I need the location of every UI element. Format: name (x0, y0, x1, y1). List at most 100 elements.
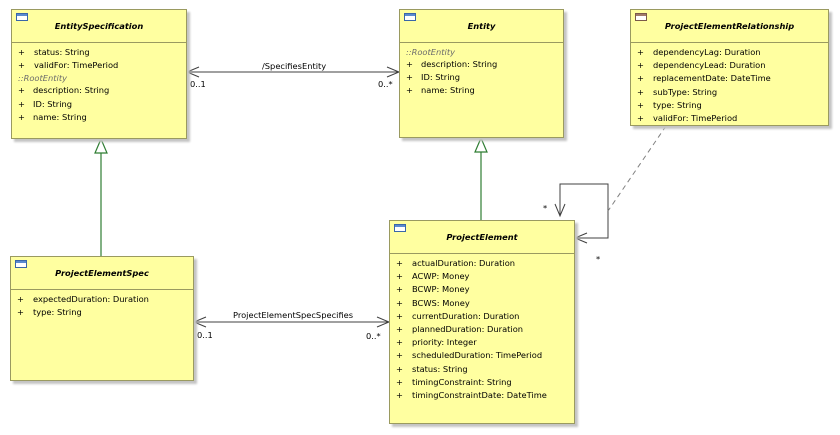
multiplicity-self-bottom: * (596, 254, 601, 264)
inherited-section-label: ::RootEntity (406, 47, 455, 57)
attribute-row[interactable]: +expectedDuration: Duration (11, 293, 193, 306)
visibility-marker: + (637, 73, 644, 84)
attribute-text: name: String (421, 85, 475, 96)
attribute-row[interactable]: + BCWS: Money (390, 297, 574, 310)
attribute-text: BCWS: Money (412, 297, 470, 308)
class-icon (394, 224, 406, 232)
attribute-row[interactable]: + plannedDuration: Duration (390, 323, 574, 336)
attribute-text: actualDuration: Duration (412, 258, 516, 268)
attribute-row[interactable]: + replacementDate: DateTime (631, 72, 828, 85)
attribute-text: description: String (421, 59, 498, 69)
inherited-attribute-row[interactable]: + name: String (12, 111, 186, 124)
class-project-element-spec[interactable]: ProjectElementSpec +expectedDuration: Du… (10, 256, 194, 381)
attribute-text: validFor: TimePeriod (653, 112, 738, 123)
class-attributes: ::RootEntity +description: String +ID: S… (400, 43, 563, 98)
inherited-attribute-row[interactable]: + name: String (400, 84, 563, 97)
attribute-row[interactable]: + status: String (390, 363, 574, 376)
attribute-row[interactable]: + priority: Integer (390, 336, 574, 349)
class-header: ProjectElementSpec (11, 257, 193, 290)
attribute-row[interactable]: +type: String (631, 99, 828, 112)
visibility-marker: + (406, 85, 413, 96)
visibility-marker: + (18, 60, 25, 71)
visibility-marker: + (396, 323, 403, 334)
visibility-marker: + (396, 271, 403, 282)
attribute-row[interactable]: +scheduledDuration: TimePeriod (390, 349, 574, 362)
attribute-row[interactable]: + BCWP: Money (390, 283, 574, 296)
inherited-section-label: ::RootEntity (18, 73, 67, 84)
inherited-attribute-row[interactable]: +description: String (400, 58, 563, 71)
attribute-row[interactable]: +dependencyLead: Duration (631, 59, 828, 72)
multiplicity-self-top: * (543, 203, 548, 213)
attribute-text: dependencyLag: Duration (653, 47, 761, 57)
attribute-text: ID: String (33, 98, 73, 109)
attribute-text: replacementDate: DateTime (653, 73, 771, 84)
class-attributes: + actualDuration: Duration +ACWP: Money +… (390, 254, 574, 402)
attribute-row[interactable]: + validFor: TimePeriod (631, 112, 828, 125)
visibility-marker: + (637, 112, 644, 123)
attribute-text: type: String (653, 99, 702, 110)
class-name: ProjectElement (446, 232, 518, 242)
association-class-icon (635, 13, 647, 21)
visibility-marker: + (18, 111, 25, 122)
inherited-attribute-row[interactable]: +description: String (12, 84, 186, 97)
attribute-row[interactable]: + status: String (12, 46, 186, 59)
attribute-text: currentDuration: Duration (412, 310, 520, 321)
association-label-specifies-entity: /SpecifiesEntity (262, 61, 327, 71)
class-attributes: + dependencyLag: Duration +dependencyLead… (631, 43, 828, 125)
multiplicity-pe-spec-specifies-source: 0..1 (197, 330, 213, 340)
attribute-row[interactable]: + actualDuration: Duration (390, 257, 574, 270)
visibility-marker: + (396, 258, 403, 268)
attribute-row[interactable]: + dependencyLag: Duration (631, 46, 828, 59)
attribute-text: plannedDuration: Duration (412, 323, 524, 334)
attribute-text: name: String (33, 111, 87, 122)
visibility-marker: + (17, 307, 24, 318)
visibility-marker: + (396, 389, 403, 400)
generalization-project-element-spec[interactable] (94, 137, 108, 256)
class-name: ProjectElementRelationship (664, 21, 795, 31)
attribute-text: timingConstraintDate: DateTime (412, 389, 547, 400)
class-icon (16, 13, 28, 21)
class-entity[interactable]: Entity ::RootEntity +description: String… (399, 9, 564, 138)
visibility-marker: + (396, 363, 403, 374)
attribute-row[interactable]: +ACWP: Money (390, 270, 574, 283)
attribute-text: validFor: TimePeriod (34, 60, 119, 71)
visibility-marker: + (18, 47, 25, 57)
class-icon (404, 13, 416, 21)
class-attributes: +status: String +validFor: TimePeriod ::… (12, 43, 186, 124)
multiplicity-pe-spec-specifies-target: 0..* (366, 331, 381, 341)
visibility-marker: + (18, 85, 25, 96)
inherited-attribute-row[interactable]: +ID: String (400, 71, 563, 84)
class-project-element[interactable]: ProjectElement + actualDuration: Duration… (389, 220, 575, 424)
attribute-text: subType: String (653, 86, 718, 97)
class-project-element-relationship[interactable]: ProjectElementRelationship + dependencyLa… (630, 9, 829, 126)
attribute-row[interactable]: + type: String (11, 306, 193, 319)
attribute-text: status: String (34, 47, 90, 57)
attribute-text: type: String (33, 307, 82, 318)
visibility-marker: + (396, 350, 403, 361)
visibility-marker: + (396, 376, 403, 387)
attribute-text: timingConstraint: String (412, 376, 512, 387)
class-icon (15, 260, 27, 268)
attribute-text: BCWP: Money (412, 284, 470, 295)
attribute-row[interactable]: + timingConstraintDate: DateTime (390, 389, 574, 402)
attribute-text: status: String (412, 363, 468, 374)
attribute-row[interactable]: + validFor: TimePeriod (12, 59, 186, 72)
association-class-link[interactable] (607, 125, 667, 212)
class-header: EntitySpecification (12, 10, 186, 43)
inherited-attribute-row[interactable]: +ID: String (12, 98, 186, 111)
generalization-project-element[interactable] (474, 136, 488, 220)
attribute-row[interactable]: +currentDuration: Duration (390, 310, 574, 323)
visibility-marker: + (396, 297, 403, 308)
visibility-marker: + (396, 284, 403, 295)
attribute-text: ID: String (421, 72, 461, 83)
visibility-marker: + (637, 47, 644, 57)
attribute-text: priority: Integer (412, 337, 477, 348)
attribute-row[interactable]: + timingConstraint: String (390, 376, 574, 389)
visibility-marker: + (637, 60, 644, 71)
class-entity-specification[interactable]: EntitySpecification + status: String + val… (11, 9, 187, 139)
multiplicity-specifies-entity-target: 0..* (378, 79, 393, 89)
class-header: ProjectElement (390, 221, 574, 254)
visibility-marker: + (396, 337, 403, 348)
attribute-row[interactable]: +subType: String (631, 86, 828, 99)
class-header: ProjectElementRelationship (631, 10, 828, 43)
